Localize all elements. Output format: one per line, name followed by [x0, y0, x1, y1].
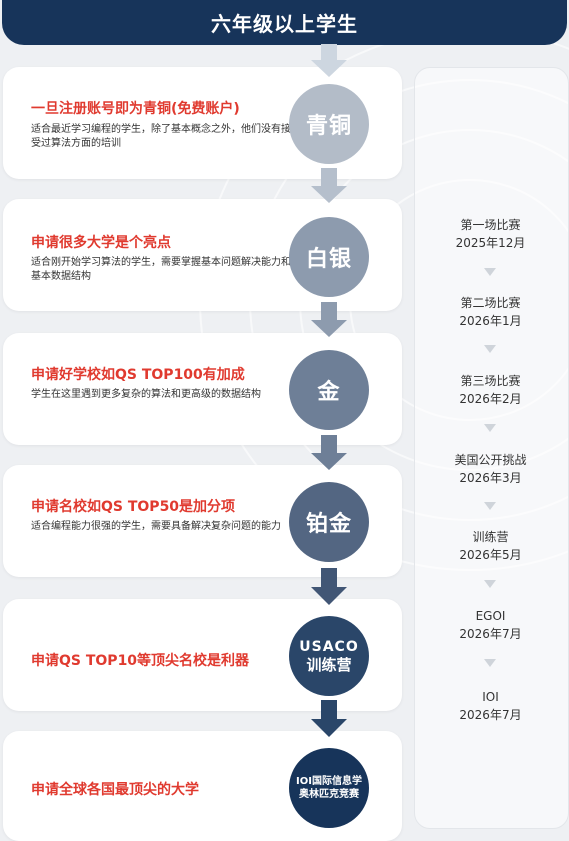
timeline-item: 美国公开挑战 2026年3月	[414, 451, 567, 487]
event-name: EGOI	[475, 609, 506, 623]
timeline-arrow-icon	[484, 268, 496, 276]
down-arrow-icon	[311, 44, 347, 77]
badge-label: 白银	[305, 247, 352, 272]
timeline-arrow-icon	[484, 659, 496, 667]
event-date: 2025年12月	[455, 236, 526, 250]
event-date: 2026年7月	[459, 708, 522, 722]
page-title: 六年级以上学生	[211, 12, 358, 36]
down-arrow-icon	[311, 435, 347, 470]
event-date: 2026年1月	[459, 314, 522, 328]
badge-label: 金	[317, 380, 341, 405]
badge-label: 青铜	[305, 114, 352, 139]
level-desc: 适合刚开始学习算法的学生，需要掌握基本问题解决能力和基本数据结构	[31, 257, 291, 282]
event-date: 2026年7月	[459, 627, 522, 641]
timeline-item: EGOI 2026年7月	[414, 607, 567, 643]
level-desc: 适合编程能力很强的学生，需要具备解决复杂问题的能力	[31, 521, 281, 532]
timeline-arrow-icon	[484, 345, 496, 353]
timeline-arrow-icon	[484, 580, 496, 588]
level-title: 申请好学校如QS TOP100有加成	[31, 367, 245, 383]
level-title: 申请全球各国最顶尖的大学	[31, 782, 199, 798]
timeline-item: 第三场比赛 2026年2月	[414, 372, 567, 408]
level-title: 一旦注册账号即为青铜(免费账户)	[31, 101, 240, 117]
badge-label-line1: USACO	[299, 639, 359, 655]
timeline-item: IOI 2026年7月	[414, 688, 567, 724]
event-name: 第二场比赛	[460, 296, 521, 310]
event-date: 2026年3月	[459, 471, 522, 485]
header-bar: 六年级以上学生	[2, 0, 567, 45]
level-title: 申请名校如QS TOP50是加分项	[31, 499, 236, 515]
down-arrow-icon	[311, 302, 347, 337]
badge-gold: 金	[289, 350, 369, 430]
event-name: 训练营	[472, 530, 509, 544]
down-arrow-icon	[311, 168, 347, 203]
level-desc: 适合最近学习编程的学生，除了基本概念之外，他们没有接受过算法方面的培训	[31, 124, 291, 149]
badge-label: 铂金	[305, 512, 352, 537]
timeline-item: 第一场比赛 2025年12月	[414, 216, 567, 252]
level-title: 申请QS TOP10等顶尖名校是利器	[31, 653, 250, 669]
event-name: IOI	[482, 690, 499, 704]
event-name: 美国公开挑战	[454, 453, 527, 467]
event-date: 2026年2月	[459, 392, 522, 406]
badge-bronze: 青铜	[289, 84, 369, 164]
badge-usaco-camp: USACO 训练营	[289, 616, 369, 696]
timeline-panel	[414, 67, 569, 829]
down-arrow-icon	[311, 700, 347, 737]
event-name: 第三场比赛	[460, 374, 521, 388]
event-name: 第一场比赛	[460, 218, 521, 232]
timeline-item: 训练营 2026年5月	[414, 528, 567, 564]
badge-label-line2: 训练营	[306, 656, 352, 674]
timeline-arrow-icon	[484, 424, 496, 432]
badge-label-line1: IOI国际信息学	[296, 776, 362, 787]
level-title: 申请很多大学是个亮点	[31, 235, 171, 251]
badge-ioi: IOI国际信息学 奥林匹克竞赛	[289, 748, 369, 828]
down-arrow-icon	[311, 568, 347, 605]
event-date: 2026年5月	[459, 548, 522, 562]
timeline-arrow-icon	[484, 502, 496, 510]
badge-platinum: 铂金	[289, 482, 369, 562]
badge-label-line2: 奥林匹克竞赛	[299, 789, 359, 800]
timeline-item: 第二场比赛 2026年1月	[414, 294, 567, 330]
level-desc: 学生在这里遇到更多复杂的算法和更高级的数据结构	[31, 389, 261, 400]
badge-silver: 白银	[289, 217, 369, 297]
